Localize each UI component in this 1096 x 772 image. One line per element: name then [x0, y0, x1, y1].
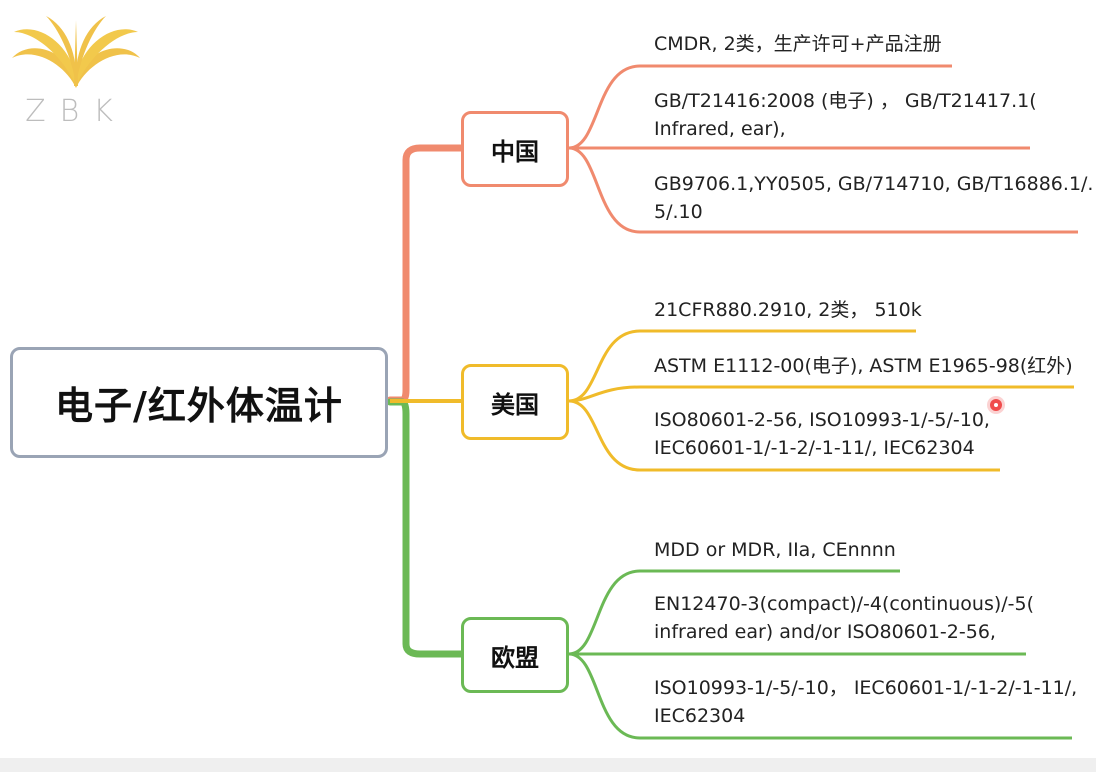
connector-eu-leaf-3: [568, 652, 1072, 740]
leaf-line: CMDR, 2类，生产许可+产品注册: [654, 33, 942, 55]
bottom-bar: [0, 758, 1096, 772]
root-label: 电子/红外体温计: [55, 384, 343, 428]
china-leaf-1[interactable]: CMDR, 2类，生产许可+产品注册: [654, 30, 942, 58]
connector-china-leaf-3: [568, 146, 1078, 234]
zbk-logo: ZBK: [6, 6, 146, 130]
leaf-line: EN12470-3(compact)/-4(continuous)/-5(: [654, 593, 1035, 615]
leaf-line: MDD or MDR, IIa, CEnnnn: [654, 539, 896, 561]
root-node[interactable]: 电子/红外体温计: [10, 347, 388, 458]
leaf-line: GB/T21416:2008 (电子) ， GB/T21417.1(: [654, 90, 1037, 112]
leaf-line: ISO80601-2-56, ISO10993-1/-5/-10,: [654, 409, 990, 431]
leaf-line: 21CFR880.2910, 2类， 510k: [654, 299, 922, 321]
branch-node-eu[interactable]: 欧盟: [461, 617, 569, 693]
us-leaf-3[interactable]: ISO80601-2-56, ISO10993-1/-5/-10, IEC606…: [654, 406, 990, 462]
connector-eu-leaf-1: [568, 569, 900, 656]
logo-text: ZBK: [25, 94, 127, 129]
leaf-line: ISO10993-1/-5/-10， IEC60601-1/-1-2/-1-11…: [654, 677, 1078, 699]
leaf-line: infrared ear) and/or ISO80601-2-56,: [654, 621, 996, 643]
china-leaf-3[interactable]: GB9706.1,YY0505, GB/714710, GB/T16886.1/…: [654, 170, 1093, 226]
connector-us-leaf-3: [568, 399, 1000, 472]
eu-leaf-1[interactable]: MDD or MDR, IIa, CEnnnn: [654, 536, 896, 564]
leaf-line: IEC62304: [654, 705, 746, 727]
logo-leaves-icon: [12, 16, 140, 88]
connector-us-leaf-2: [568, 385, 1074, 403]
connector-root-eu: [386, 398, 465, 658]
branch-label-us: 美国: [491, 390, 539, 419]
us-leaf-1[interactable]: 21CFR880.2910, 2类， 510k: [654, 296, 922, 324]
us-leaf-2[interactable]: ASTM E1112-00(电子), ASTM E1965-98(红外): [654, 352, 1073, 380]
eu-leaf-3[interactable]: ISO10993-1/-5/-10， IEC60601-1/-1-2/-1-11…: [654, 674, 1077, 730]
china-leaf-2[interactable]: GB/T21416:2008 (电子) ， GB/T21417.1( Infra…: [654, 87, 1037, 143]
branch-label-eu: 欧盟: [491, 643, 539, 672]
connector-china-leaf-1: [568, 64, 952, 150]
branch-node-us[interactable]: 美国: [461, 364, 569, 440]
leaf-line: GB9706.1,YY0505, GB/714710, GB/T16886.1/…: [654, 173, 1094, 195]
connector-root-china: [386, 144, 465, 404]
leaf-line: 5/.10: [654, 201, 703, 223]
cursor-pointer-dot: [990, 399, 1002, 411]
eu-leaf-2[interactable]: EN12470-3(compact)/-4(continuous)/-5( in…: [654, 590, 1034, 646]
leaf-line: IEC60601-1/-1-2/-1-11/, IEC62304: [654, 437, 975, 459]
leaf-line: Infrared, ear),: [654, 118, 786, 140]
connector-us-leaf-1: [568, 329, 916, 403]
branch-node-china[interactable]: 中国: [461, 111, 569, 187]
leaf-line: ASTM E1112-00(电子), ASTM E1965-98(红外): [654, 355, 1073, 377]
branch-label-china: 中国: [491, 137, 539, 166]
